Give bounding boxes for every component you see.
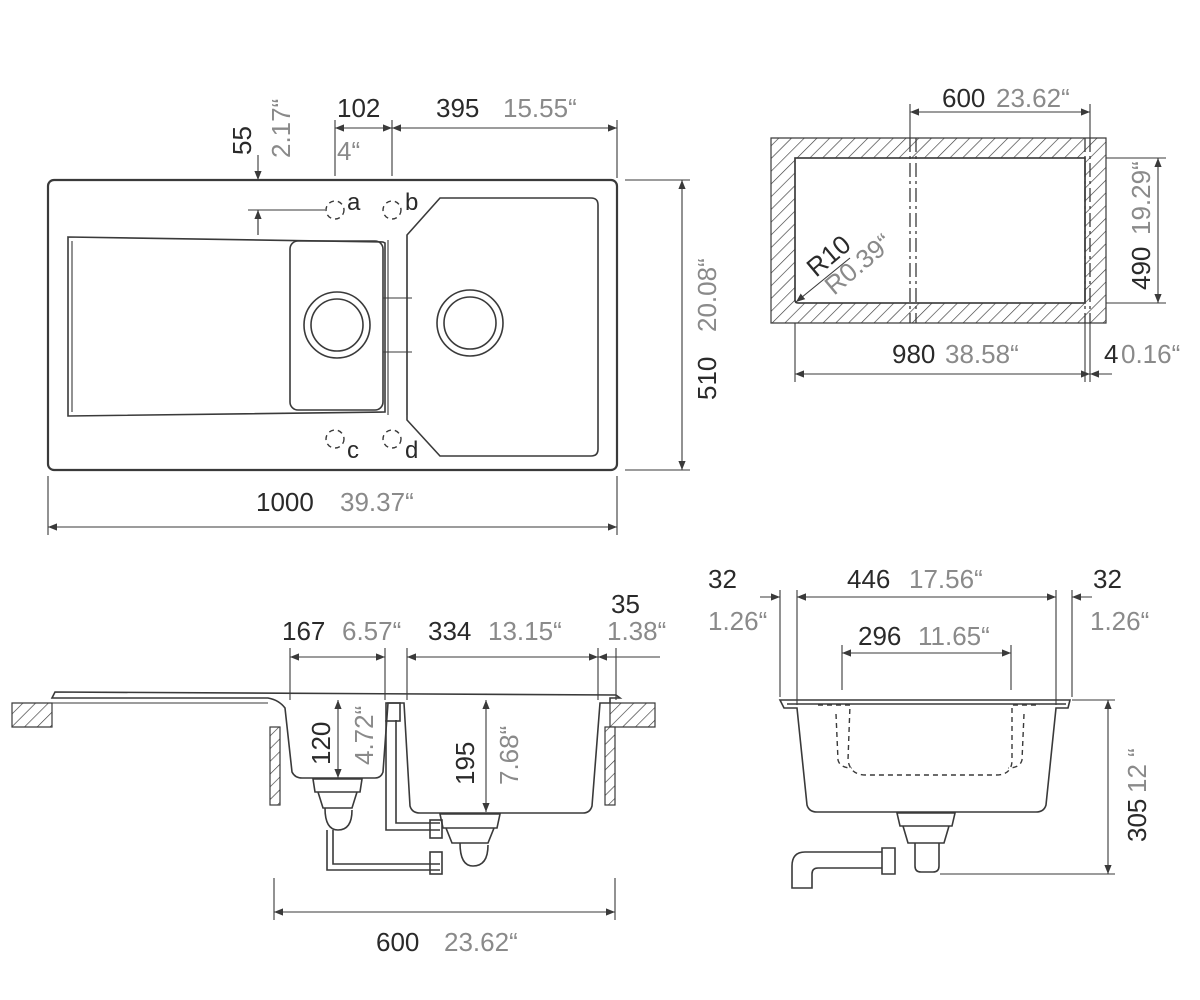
large-bowl bbox=[406, 197, 599, 457]
side-section: 167 6.57“ 334 13.15“ 35 1.38“ 120 4.72“ … bbox=[11, 589, 666, 957]
cabinet-wall-right bbox=[604, 726, 616, 806]
drainer bbox=[67, 236, 386, 417]
dim-395: 395 bbox=[436, 93, 479, 123]
front-dim-296-in: 11.65“ bbox=[918, 621, 990, 651]
cut-dim-490-in: 19.29“ bbox=[1126, 161, 1156, 235]
dim-102-in: 4“ bbox=[337, 136, 360, 166]
side-dim-600-in: 23.62“ bbox=[444, 927, 518, 957]
dim-510-in: 20.08“ bbox=[692, 258, 722, 332]
overflow-pipe bbox=[385, 720, 440, 831]
side-dim-334-in: 13.15“ bbox=[488, 616, 562, 646]
side-dim-334: 334 bbox=[428, 616, 471, 646]
worktop-left bbox=[11, 702, 53, 728]
tap-label-d: d bbox=[405, 437, 418, 464]
front-dim-305-in: 12 “ bbox=[1122, 748, 1152, 793]
cabinet-wall-left bbox=[269, 726, 281, 806]
dim-102: 102 bbox=[337, 93, 380, 123]
side-dim-195: 195 bbox=[450, 742, 480, 785]
side-dim-35: 35 bbox=[611, 589, 640, 619]
side-dim-195-in: 7.68“ bbox=[494, 726, 524, 785]
side-dim-600: 600 bbox=[376, 927, 419, 957]
inner-bowl-hidden bbox=[818, 704, 1040, 776]
cut-dim-4: 4 bbox=[1104, 339, 1118, 369]
dim-395-in: 15.55“ bbox=[503, 93, 577, 123]
front-dim-296: 296 bbox=[858, 621, 901, 651]
front-dim-32-right: 32 bbox=[1093, 564, 1122, 594]
cut-dim-490: 490 bbox=[1126, 247, 1156, 290]
dim-55: 55 bbox=[227, 126, 257, 155]
tap-label-c: c bbox=[347, 437, 359, 464]
small-bowl bbox=[289, 240, 384, 411]
sink-outline bbox=[46, 178, 619, 472]
side-dim-167-in: 6.57“ bbox=[342, 616, 401, 646]
connector-icon bbox=[429, 819, 443, 839]
cutout-hatch bbox=[770, 137, 1107, 324]
side-dim-35-in: 1.38“ bbox=[607, 616, 666, 646]
side-dim-120: 120 bbox=[306, 722, 336, 765]
cut-dim-600-in: 23.62“ bbox=[996, 83, 1070, 113]
tap-hole-d-icon bbox=[382, 429, 402, 449]
tap-hole-a-icon bbox=[325, 200, 345, 220]
dim-1000-in: 39.37“ bbox=[340, 487, 414, 517]
small-bowl-drain-icon bbox=[303, 291, 371, 359]
front-dim-305: 305 bbox=[1122, 799, 1152, 842]
top-view: a b c d 55 2.17“ 102 4“ 395 15.55“ 1000 … bbox=[46, 93, 722, 535]
front-section: 32 1.26“ 446 17.56“ 32 1.26“ 296 11.65“ … bbox=[708, 564, 1152, 889]
small-waste-icon bbox=[312, 778, 363, 809]
dim-1000: 1000 bbox=[256, 487, 314, 517]
dim-55-in: 2.17“ bbox=[266, 99, 296, 158]
cutout-view: 600 23.62“ 490 19.29“ R10 R0.39“ 980 38.… bbox=[770, 83, 1180, 382]
bowl-profile bbox=[778, 699, 1072, 813]
tap-label-b: b bbox=[405, 189, 418, 216]
cut-dim-600: 600 bbox=[942, 83, 985, 113]
front-drain-pipe bbox=[791, 851, 882, 889]
tap-label-a: a bbox=[347, 189, 361, 216]
cutout-outline bbox=[794, 157, 1086, 304]
front-dim-32-left-in: 1.26“ bbox=[708, 606, 767, 636]
cut-dim-980: 980 bbox=[892, 339, 935, 369]
front-waste-icon bbox=[895, 812, 957, 844]
front-dim-446: 446 bbox=[847, 564, 890, 594]
side-dim-167: 167 bbox=[282, 616, 325, 646]
dim-510: 510 bbox=[692, 357, 722, 400]
side-dim-120-in: 4.72“ bbox=[349, 706, 379, 765]
front-dim-32-left: 32 bbox=[708, 564, 737, 594]
front-dim-32-right-in: 1.26“ bbox=[1090, 606, 1149, 636]
front-dim-446-in: 17.56“ bbox=[909, 564, 983, 594]
tap-hole-b-icon bbox=[382, 200, 402, 220]
cut-dim-4-in: 0.16“ bbox=[1121, 339, 1180, 369]
large-bowl-drain-icon bbox=[436, 289, 504, 357]
worktop-right bbox=[609, 702, 656, 728]
tap-hole-c-icon bbox=[325, 429, 345, 449]
drain-pipe bbox=[326, 830, 440, 871]
large-waste-icon bbox=[439, 813, 501, 844]
sink-profile bbox=[50, 691, 623, 814]
cut-dim-980-in: 38.58“ bbox=[945, 339, 1019, 369]
